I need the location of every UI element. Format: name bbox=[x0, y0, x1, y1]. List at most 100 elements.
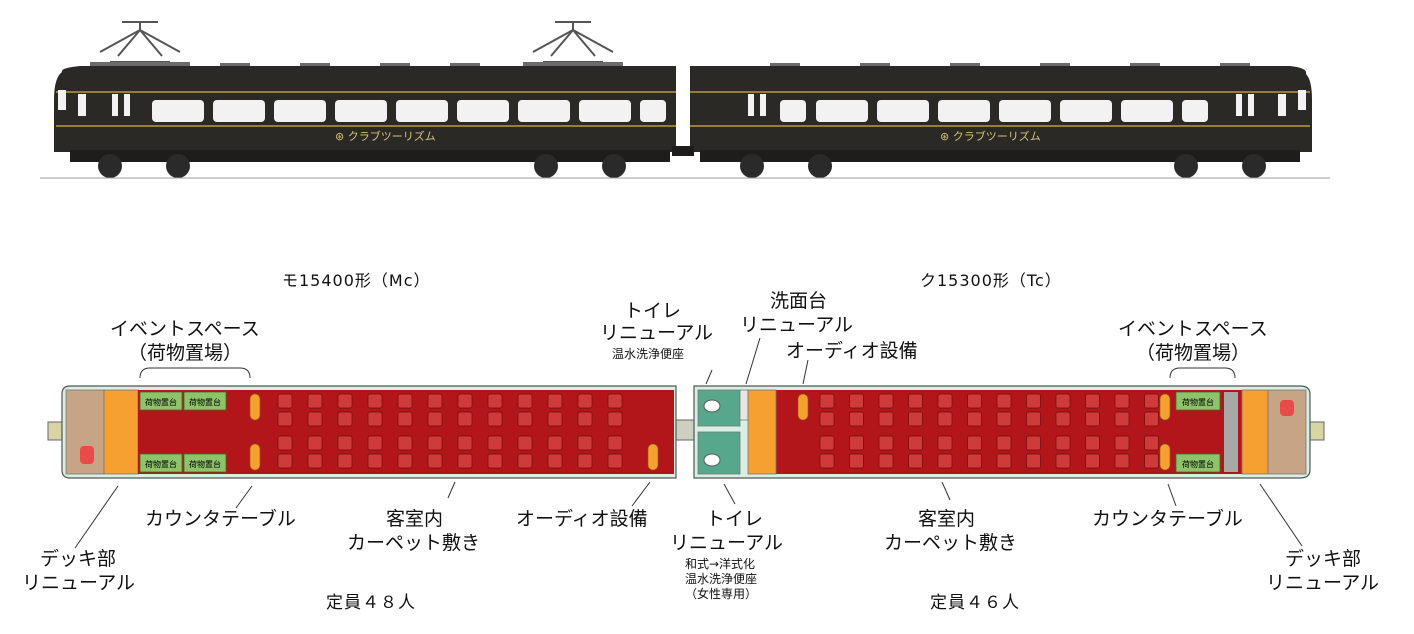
label-counter-right: カウンタテーブル bbox=[1092, 508, 1243, 530]
seat bbox=[1055, 411, 1071, 427]
seat bbox=[849, 453, 864, 469]
seat bbox=[1026, 453, 1041, 469]
seat bbox=[849, 435, 864, 451]
seat bbox=[1114, 435, 1130, 451]
bogies bbox=[98, 154, 1266, 178]
seat bbox=[1055, 453, 1071, 469]
seat bbox=[487, 411, 503, 427]
seat bbox=[1085, 453, 1100, 469]
label-counter-left: カウンタテーブル bbox=[145, 508, 296, 530]
seat bbox=[547, 393, 563, 409]
capacity-mc: 定員４８人 bbox=[326, 593, 416, 613]
seat bbox=[577, 393, 593, 409]
seat bbox=[367, 393, 383, 409]
seat bbox=[277, 435, 293, 451]
svg-text:荷物置台: 荷物置台 bbox=[189, 459, 221, 469]
seat bbox=[607, 411, 623, 427]
car-name-tc: ク15300形（Tc） bbox=[920, 271, 1062, 290]
seat bbox=[1026, 411, 1041, 427]
seat bbox=[517, 393, 533, 409]
seat bbox=[607, 435, 623, 451]
seat bbox=[996, 393, 1012, 409]
seat bbox=[487, 435, 503, 451]
label-event-space-left-sub: （荷物置場） bbox=[128, 342, 243, 364]
seat bbox=[577, 453, 593, 469]
svg-text:荷物置台: 荷物置台 bbox=[1182, 397, 1214, 407]
seat bbox=[367, 453, 383, 469]
seat bbox=[908, 393, 923, 409]
label-audio-left: オーディオ設備 bbox=[516, 508, 648, 530]
seat bbox=[878, 453, 894, 469]
seat bbox=[819, 411, 835, 427]
seat bbox=[1085, 393, 1100, 409]
seat bbox=[457, 435, 473, 451]
seat bbox=[996, 435, 1012, 451]
seat bbox=[1055, 435, 1071, 451]
seat bbox=[1085, 435, 1100, 451]
seat bbox=[307, 435, 323, 451]
seats-mc bbox=[277, 393, 623, 469]
seat bbox=[908, 435, 923, 451]
livery-logo-tc: ⊛ クラブツーリズム bbox=[940, 129, 1041, 143]
roof-equipment bbox=[90, 62, 1250, 68]
seat bbox=[337, 435, 353, 451]
seat bbox=[337, 393, 353, 409]
seat bbox=[937, 453, 953, 469]
toilet-room-bottom bbox=[697, 431, 741, 475]
seat bbox=[397, 453, 413, 469]
seat bbox=[819, 435, 835, 451]
locker-tc bbox=[1224, 392, 1238, 472]
seat bbox=[337, 411, 353, 427]
seat bbox=[337, 453, 353, 469]
toilet-bowl-bottom bbox=[703, 453, 721, 467]
label-toilet-bottom-bidet: 温水洗浄便座 bbox=[685, 572, 758, 586]
seat bbox=[1144, 435, 1159, 451]
seat bbox=[819, 393, 835, 409]
seat bbox=[427, 411, 443, 427]
seat bbox=[457, 393, 473, 409]
seat bbox=[878, 411, 894, 427]
seat bbox=[427, 453, 443, 469]
seat bbox=[1114, 453, 1130, 469]
seat bbox=[427, 435, 443, 451]
svg-text:荷物置台: 荷物置台 bbox=[189, 397, 221, 407]
label-toilet-top: トイレ bbox=[624, 300, 682, 322]
seat bbox=[908, 411, 923, 427]
toilet-bowl-top bbox=[703, 399, 721, 413]
capacity-tc: 定員４６人 bbox=[930, 593, 1020, 613]
seat bbox=[307, 453, 323, 469]
label-cabin-left-carpet: カーペット敷き bbox=[347, 532, 481, 554]
label-washbasin: 洗面台 bbox=[770, 290, 828, 312]
seat bbox=[967, 435, 982, 451]
seat bbox=[547, 411, 563, 427]
seat bbox=[427, 393, 443, 409]
seat bbox=[1026, 393, 1041, 409]
seat bbox=[517, 453, 533, 469]
label-toilet-top-bidet: 温水洗浄便座 bbox=[612, 347, 685, 361]
counter-tc-front bbox=[747, 389, 777, 475]
seat bbox=[547, 453, 563, 469]
train-side-view: ⊛ クラブツーリズム ⊛ クラブツーリズム bbox=[40, 21, 1330, 179]
seat bbox=[307, 411, 323, 427]
seat bbox=[457, 411, 473, 427]
label-washbasin-renewal: リニューアル bbox=[740, 314, 854, 336]
seat bbox=[607, 453, 623, 469]
svg-text:荷物置台: 荷物置台 bbox=[145, 459, 177, 469]
seat bbox=[1114, 411, 1130, 427]
seat bbox=[849, 393, 864, 409]
counter-tables bbox=[249, 393, 1171, 471]
pantograph-right bbox=[532, 21, 614, 63]
svg-text:荷物置台: 荷物置台 bbox=[1182, 459, 1214, 469]
seats-tc bbox=[819, 393, 1159, 469]
label-event-space-right: イベントスペース bbox=[1118, 318, 1268, 340]
door-windows bbox=[58, 90, 1306, 116]
label-toilet-top-renewal: リニューアル bbox=[600, 322, 714, 344]
deck-fixture-mc bbox=[80, 446, 94, 464]
label-deck-right-renewal: リニューアル bbox=[1266, 572, 1380, 594]
luggage-racks-tc: 荷物置台 荷物置台 bbox=[1175, 391, 1221, 473]
label-deck-right: デッキ部 bbox=[1285, 548, 1362, 570]
label-toilet-bottom-women: （女性専用） bbox=[685, 587, 758, 601]
seat bbox=[457, 453, 473, 469]
deck-fixture-tc bbox=[1280, 400, 1294, 416]
